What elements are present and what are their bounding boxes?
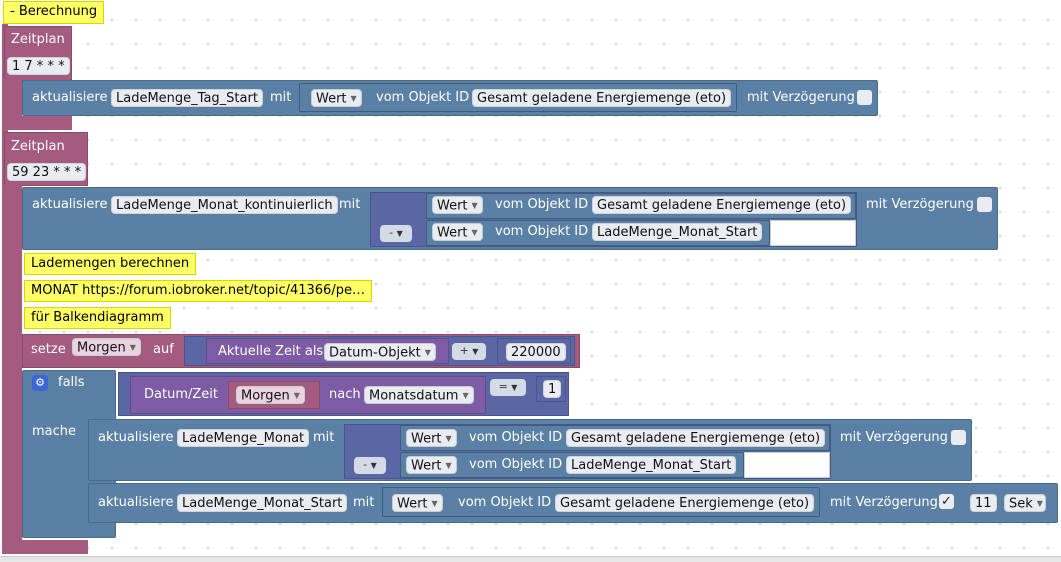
target-state-field[interactable]: LadeMenge_Tag_Start (111, 89, 263, 107)
delay-checkbox[interactable] (951, 430, 966, 445)
schedule-1-footer (4, 116, 72, 130)
set-prefix: setze (31, 342, 66, 357)
date-format-dropdown[interactable]: Monatsdatum▼ (364, 386, 474, 404)
delay-label: mit Verzögerung (840, 430, 948, 445)
empty-slot (770, 220, 856, 246)
delay-label: mit Verzögerung (830, 495, 938, 510)
update-prefix: aktualisiere (32, 197, 108, 212)
schedule-label: Zeitplan (11, 32, 65, 47)
nach-label: nach (329, 387, 361, 402)
value-dropdown[interactable]: Wert▼ (406, 429, 457, 447)
variable-dropdown[interactable]: Morgen▼ (236, 386, 305, 404)
delay-checkbox-checked[interactable]: ✓ (939, 494, 954, 509)
schedule-label: Zeitplan (11, 139, 65, 154)
target-state-field[interactable]: LadeMenge_Monat (177, 429, 310, 447)
cron-field[interactable]: 1 7 * * * (7, 57, 70, 75)
update-prefix: aktualisiere (98, 495, 174, 510)
update-prefix: aktualisiere (32, 90, 108, 105)
gear-icon[interactable]: ⚙ (32, 375, 48, 391)
from-object-label: vom Objekt ID (495, 224, 589, 239)
function-footer (2, 540, 88, 554)
object-id-field[interactable]: Gesamt geladene Energiemenge (eto) (555, 494, 815, 512)
value-dropdown[interactable]: Wert▼ (432, 223, 483, 241)
value-dropdown[interactable]: Wert▼ (432, 196, 483, 214)
do-label: mache (32, 424, 77, 439)
mit-label: mit (353, 495, 375, 510)
datetime-label: Datum/Zeit (144, 387, 218, 402)
from-object-label: vom Objekt ID (469, 430, 563, 445)
compare-operator-dropdown[interactable]: = ▼ (490, 379, 526, 396)
delay-checkbox[interactable] (977, 197, 992, 212)
number-field[interactable]: 220000 (506, 343, 566, 361)
mit-label: mit (270, 90, 292, 105)
time-format-dropdown[interactable]: Datum-Objekt▼ (324, 343, 436, 361)
target-state-field[interactable]: LadeMenge_Monat_kontinuierlich (111, 196, 338, 214)
target-state-field[interactable]: LadeMenge_Monat_Start (177, 494, 348, 512)
value-dropdown[interactable]: Wert▼ (406, 456, 457, 474)
from-object-label: vom Objekt ID (495, 197, 589, 212)
mit-label: mit (339, 197, 361, 212)
from-object-label: vom Objekt ID (469, 457, 563, 472)
cron-field[interactable]: 59 23 * * * (7, 163, 87, 181)
time-label: Aktuelle Zeit als (218, 344, 324, 359)
number-field[interactable]: 1 (543, 380, 562, 398)
value-dropdown[interactable]: Wert▼ (392, 494, 443, 512)
comment-block[interactable]: Lademengen berechnen (24, 253, 197, 275)
operator-dropdown[interactable]: - ▼ (354, 457, 386, 474)
auf-label: auf (153, 342, 174, 357)
delay-unit-dropdown[interactable]: Sek▼ (1004, 494, 1046, 512)
function-label[interactable]: - Berechnung (3, 1, 105, 24)
object-id-field[interactable]: Gesamt geladene Energiemenge (eto) (566, 429, 826, 447)
workspace-scrollbar[interactable] (0, 556, 1061, 562)
schedule-2-spine (4, 184, 22, 540)
object-id-field[interactable]: LadeMenge_Monat_Start (592, 223, 763, 241)
from-object-label: vom Objekt ID (458, 495, 552, 510)
object-id-field[interactable]: LadeMenge_Monat_Start (566, 456, 737, 474)
delay-value-field[interactable]: 11 (970, 494, 997, 512)
operator-dropdown[interactable]: - ▼ (380, 225, 412, 242)
operator-dropdown[interactable]: + ▼ (452, 343, 486, 360)
variable-dropdown[interactable]: Morgen▼ (72, 338, 141, 356)
update-prefix: aktualisiere (98, 430, 174, 445)
delay-checkbox[interactable] (857, 90, 872, 105)
comment-block[interactable]: MONAT https://forum.iobroker.net/topic/4… (24, 280, 372, 302)
from-object-label: vom Objekt ID (376, 90, 470, 105)
value-dropdown[interactable]: Wert▼ (311, 89, 362, 107)
object-id-field[interactable]: Gesamt geladene Energiemenge (eto) (592, 196, 852, 214)
delay-label: mit Verzögerung (866, 197, 974, 212)
mit-label: mit (313, 430, 335, 445)
if-label: falls (58, 375, 85, 390)
comment-block[interactable]: für Balkendiagramm (24, 307, 171, 329)
object-id-field[interactable]: Gesamt geladene Energiemenge (eto) (472, 89, 732, 107)
schedule-1-spine (4, 78, 22, 124)
delay-label: mit Verzögerung (747, 90, 855, 105)
empty-slot (744, 452, 830, 478)
